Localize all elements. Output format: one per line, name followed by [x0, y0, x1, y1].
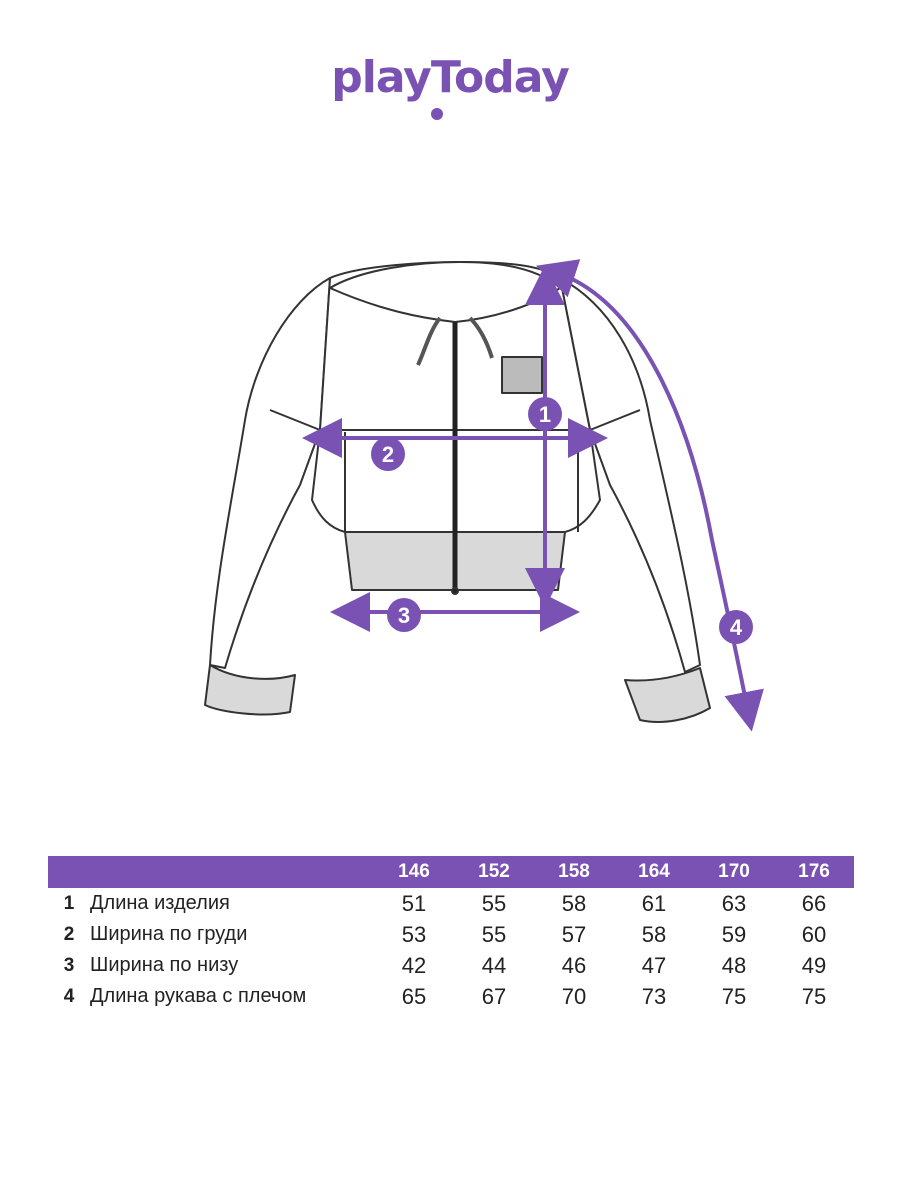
left-cuff	[204, 664, 296, 716]
row-label: Ширина по низу	[90, 954, 239, 976]
cell-value: 61	[641, 890, 667, 916]
cell-value: 48	[721, 952, 747, 978]
left-sleeve	[209, 277, 331, 669]
table-row: 2 Ширина по груди 53 55 57 58 59 60	[48, 919, 854, 950]
cell-value: 49	[801, 952, 827, 978]
svg-text:3: 3	[398, 603, 410, 628]
row-number: 4	[63, 985, 75, 1007]
arrow-sleeve-length	[536, 259, 764, 732]
logo-dot	[431, 108, 443, 120]
marker-4: 4	[719, 610, 753, 644]
garment-measurement-diagram: 1 2 3 4	[204, 259, 764, 732]
table-row: 1 Длина изделия 51 55 58 61 63 66	[48, 888, 854, 919]
row-number: 2	[63, 923, 75, 945]
table-row: 3 Ширина по низу 42 44 46 47 48 49	[48, 950, 854, 981]
row-number: 1	[63, 892, 75, 914]
header-blank	[48, 856, 374, 888]
chest-patch	[501, 356, 543, 394]
cell-value: 75	[721, 983, 747, 1009]
size-164: 164	[614, 856, 694, 888]
cell-value: 44	[481, 952, 507, 978]
cell-value: 70	[561, 983, 587, 1009]
size-170: 170	[694, 856, 774, 888]
cell-value: 75	[801, 983, 827, 1009]
cell-value: 66	[801, 890, 827, 916]
size-152: 152	[454, 856, 534, 888]
cell-value: 57	[561, 921, 587, 947]
hoodie-drawing	[204, 261, 711, 723]
cell-value: 55	[481, 921, 507, 947]
measurement-arrows	[302, 259, 764, 732]
cell-value: 55	[481, 890, 507, 916]
size-header-row: 146 152 158 164 170 176	[48, 856, 854, 888]
cell-value: 65	[401, 983, 427, 1009]
cell-value: 58	[641, 921, 667, 947]
cell-value: 47	[641, 952, 667, 978]
logo-text: playToday	[331, 52, 570, 103]
row-label: Ширина по груди	[90, 923, 248, 945]
marker-3: 3	[387, 598, 421, 632]
cell-value: 46	[561, 952, 587, 978]
size-176: 176	[774, 856, 854, 888]
cell-value: 58	[561, 890, 587, 916]
row-number: 3	[63, 954, 75, 976]
marker-2: 2	[371, 437, 405, 471]
svg-text:4: 4	[730, 615, 743, 640]
right-cuff	[624, 667, 711, 723]
cell-value: 60	[801, 921, 827, 947]
cell-value: 51	[401, 890, 427, 916]
cell-value: 67	[481, 983, 507, 1009]
cell-value: 63	[721, 890, 747, 916]
svg-text:2: 2	[382, 442, 394, 467]
row-label: Длина рукава с плечом	[90, 985, 307, 1007]
brand-logo: playToday	[0, 52, 900, 103]
cell-value: 59	[721, 921, 747, 947]
cell-value: 42	[401, 952, 427, 978]
cell-value: 73	[641, 983, 667, 1009]
svg-text:1: 1	[539, 402, 551, 427]
marker-1: 1	[528, 397, 562, 431]
size-158: 158	[534, 856, 614, 888]
cell-value: 53	[401, 921, 427, 947]
size-146: 146	[374, 856, 454, 888]
size-table: 146 152 158 164 170 176 1 Длина изделия …	[48, 856, 854, 1012]
table-row: 4 Длина рукава с плечом 65 67 70 73 75 7…	[48, 981, 854, 1012]
row-label: Длина изделия	[90, 892, 230, 914]
